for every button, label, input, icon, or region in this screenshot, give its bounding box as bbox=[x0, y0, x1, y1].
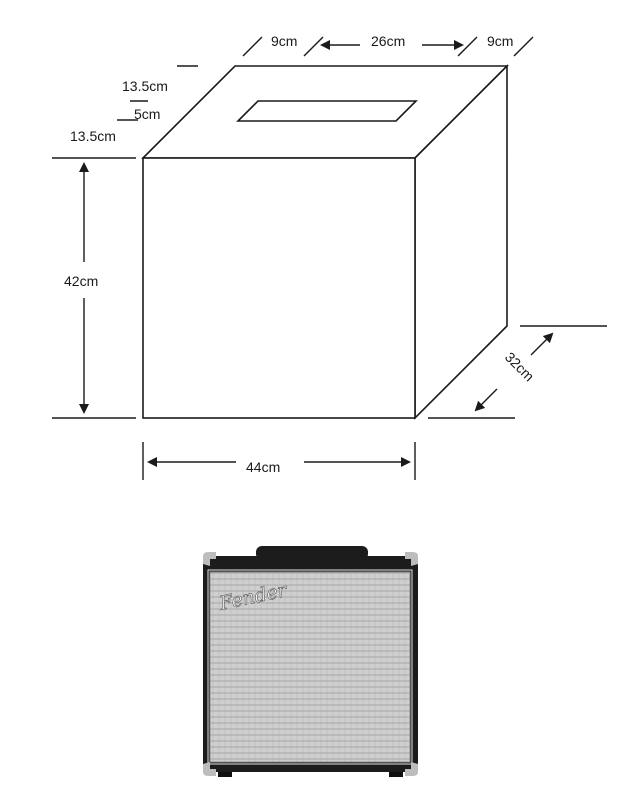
amp-corner-top-left bbox=[203, 552, 216, 566]
cabinet-wireframe bbox=[141, 64, 509, 420]
tick-top-2 bbox=[303, 36, 324, 57]
dim-top-middle: 26cm bbox=[371, 33, 405, 49]
top-dimension: 9cm 26cm 9cm bbox=[242, 33, 534, 57]
dim-handle-offset-2: 13.5cm bbox=[70, 128, 116, 144]
handle-offset-dimensions: 13.5cm 5cm 13.5cm bbox=[70, 65, 198, 144]
height-dimension: 42cm bbox=[52, 157, 136, 419]
dim-width: 44cm bbox=[246, 459, 280, 475]
width-dimension: 44cm bbox=[142, 442, 416, 480]
amp-foot-left bbox=[218, 772, 232, 777]
dim-handle-offset-1: 13.5cm bbox=[122, 78, 168, 94]
arrow-depth-down bbox=[474, 388, 498, 412]
amp-corner-bottom-right bbox=[405, 762, 418, 776]
dim-top-right: 9cm bbox=[487, 33, 513, 49]
amp-foot-right bbox=[389, 772, 403, 777]
amp-corner-top-right bbox=[405, 552, 418, 566]
arrow-depth-up bbox=[530, 332, 554, 356]
tick-top-4 bbox=[513, 36, 534, 57]
dim-height: 42cm bbox=[64, 273, 98, 289]
tick-top-3 bbox=[457, 36, 478, 57]
amp-corner-bottom-left bbox=[203, 762, 216, 776]
amp-piping bbox=[207, 569, 413, 765]
amplifier-photo: Fender bbox=[203, 546, 418, 777]
dim-handle-width: 5cm bbox=[134, 106, 160, 122]
tick-top-1 bbox=[242, 36, 263, 57]
amp-grille bbox=[209, 571, 411, 763]
handle-slot bbox=[236, 100, 418, 122]
dim-top-left: 9cm bbox=[271, 33, 297, 49]
cabinet-front-face bbox=[142, 157, 416, 419]
